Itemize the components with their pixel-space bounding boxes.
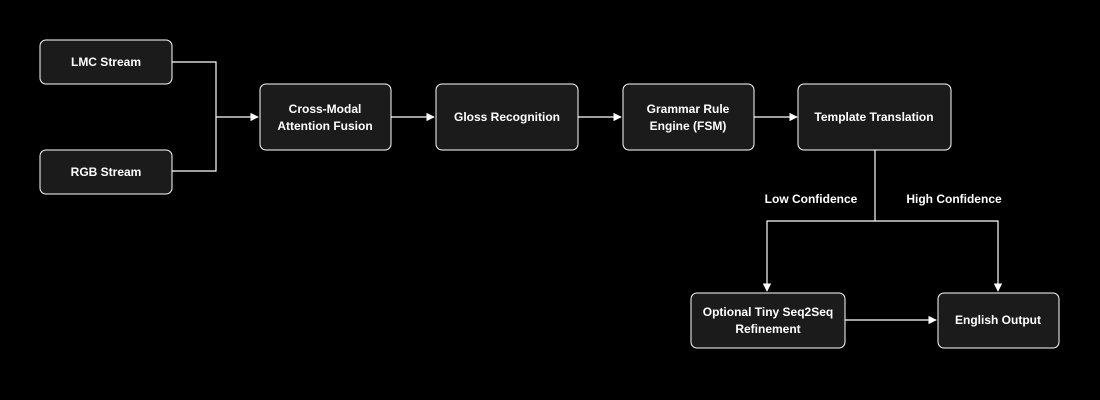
node-lmc-stream: LMC Stream [39,39,173,85]
edge-lmc-to-merge [172,61,217,117]
node-english-output-label: English Output [955,313,1041,327]
node-template-translation: Template Translation [797,83,952,151]
edge-rgb-to-merge [172,117,217,172]
edge-low-confidence-to-refinement [762,220,875,292]
node-grammar-rule-engine-line-2: Engine (FSM) [650,119,727,133]
node-grammar-rule-engine-line-1: Grammar Rule [647,102,730,116]
node-grammar-rule-engine: Grammar Rule Engine (FSM) [622,83,755,151]
high-confidence-label: High Confidence [906,192,1002,206]
node-rgb-stream: RGB Stream [39,149,173,195]
node-lmc-stream-label: LMC Stream [71,55,141,69]
node-cross-modal-fusion-line-2: Attention Fusion [277,119,372,133]
node-gloss-recognition-label: Gloss Recognition [454,110,560,124]
node-gloss-recognition: Gloss Recognition [435,83,579,151]
node-cross-modal-fusion: Cross-Modal Attention Fusion [259,83,392,151]
edges [172,61,1003,325]
node-cross-modal-fusion-line-1: Cross-Modal [289,102,362,116]
node-english-output: English Output [937,292,1060,349]
node-seq2seq-refinement: Optional Tiny Seq2Seq Refinement [690,292,846,349]
edge-high-confidence-to-output [875,220,1003,292]
low-confidence-label: Low Confidence [765,192,858,206]
node-seq2seq-refinement-line-1: Optional Tiny Seq2Seq [703,305,833,319]
node-rgb-stream-label: RGB Stream [71,165,142,179]
node-seq2seq-refinement-line-2: Refinement [735,322,800,336]
node-template-translation-label: Template Translation [814,110,933,124]
